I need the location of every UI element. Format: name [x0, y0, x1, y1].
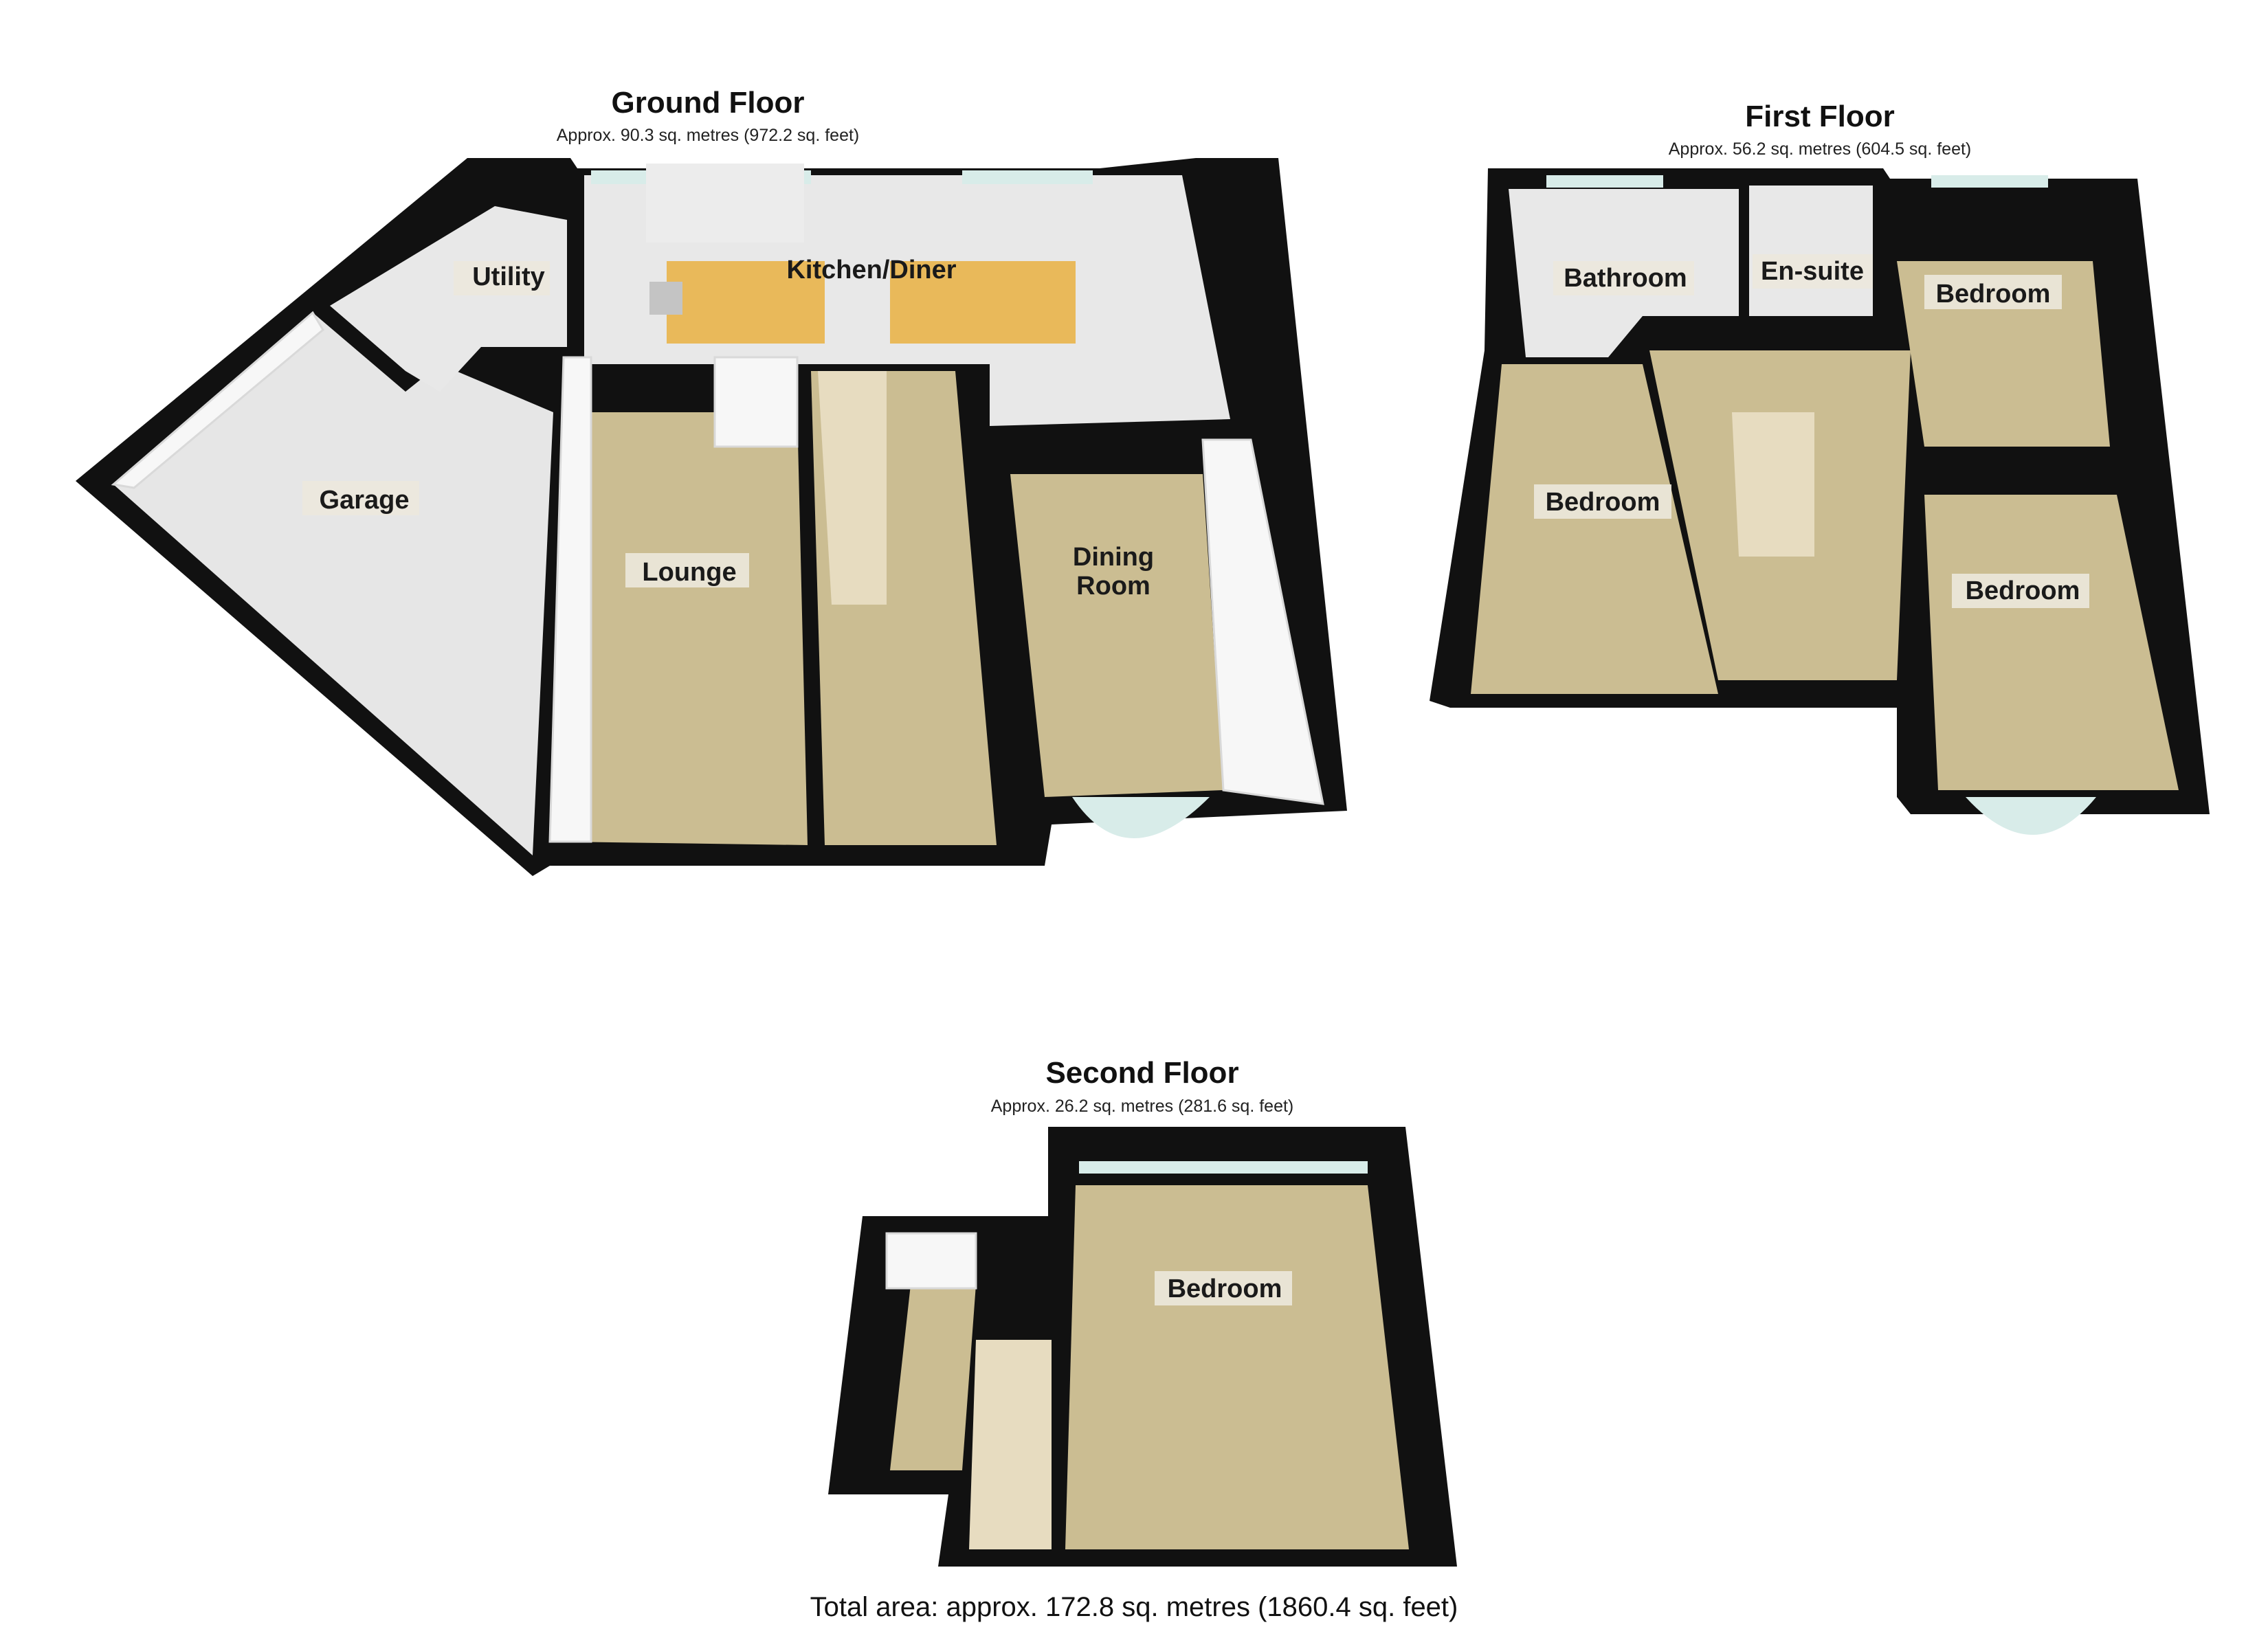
hob: [649, 282, 682, 315]
wc: [713, 356, 799, 448]
second-staircase: [969, 1340, 1052, 1549]
kitchen-window-right: [962, 170, 1093, 184]
bedroom-rear-right-label: Bedroom: [1936, 280, 2051, 309]
second-floor-landing: [890, 1285, 976, 1470]
bedroom-front-right-floor: [1924, 495, 2179, 790]
dining-room-label-line1: Dining: [1073, 543, 1154, 572]
kitchen-worktop-left: [667, 261, 825, 344]
dining-room-label-line2: Room: [1076, 572, 1150, 601]
lounge-label: Lounge: [642, 558, 736, 587]
ensuite-label: En-suite: [1761, 257, 1864, 286]
ensuite-floor: [1749, 186, 1873, 316]
dining-bay-window: [1072, 797, 1210, 838]
bedroom-front-right-label: Bedroom: [1966, 576, 2080, 605]
utility-floor: [330, 206, 567, 392]
first-floor-area: Approx. 56.2 sq. metres (604.5 sq. feet): [1669, 139, 1972, 159]
ground-staircase: [818, 371, 887, 605]
bedroom-front-left-floor: [1471, 364, 1718, 694]
garage-floor: [113, 313, 553, 855]
first-floor-title: First Floor: [1745, 100, 1895, 133]
ground-floor-title: Ground Floor: [611, 86, 804, 120]
second-floor-bedroom-floor: [1065, 1185, 1409, 1549]
ground-floor-plan: [76, 158, 1347, 876]
lounge-floor: [564, 412, 808, 845]
total-area: Total area: approx. 172.8 sq. metres (18…: [810, 1592, 1458, 1622]
first-floor-plan: [1430, 168, 2210, 835]
second-floor-plan: [828, 1127, 1457, 1567]
ground-floor-area: Approx. 90.3 sq. metres (972.2 sq. feet): [557, 126, 860, 145]
first-staircase: [1732, 412, 1814, 557]
utility-label: Utility: [472, 262, 545, 291]
second-floor-area: Approx. 26.2 sq. metres (281.6 sq. feet): [991, 1097, 1294, 1116]
bathroom-label: Bathroom: [1564, 264, 1687, 293]
kitchen-worktop-right: [890, 261, 1076, 344]
second-floor-title: Second Floor: [1045, 1056, 1238, 1090]
garage-label: Garage: [320, 486, 410, 515]
bedroom-front-left-label: Bedroom: [1546, 488, 1660, 517]
dining-room-floor: [1010, 474, 1223, 797]
kitchen-diner-label: Kitchen/Diner: [786, 256, 956, 284]
second-floor-bedroom-label: Bedroom: [1168, 1275, 1282, 1303]
bedroom-bay-window: [1966, 797, 2096, 835]
